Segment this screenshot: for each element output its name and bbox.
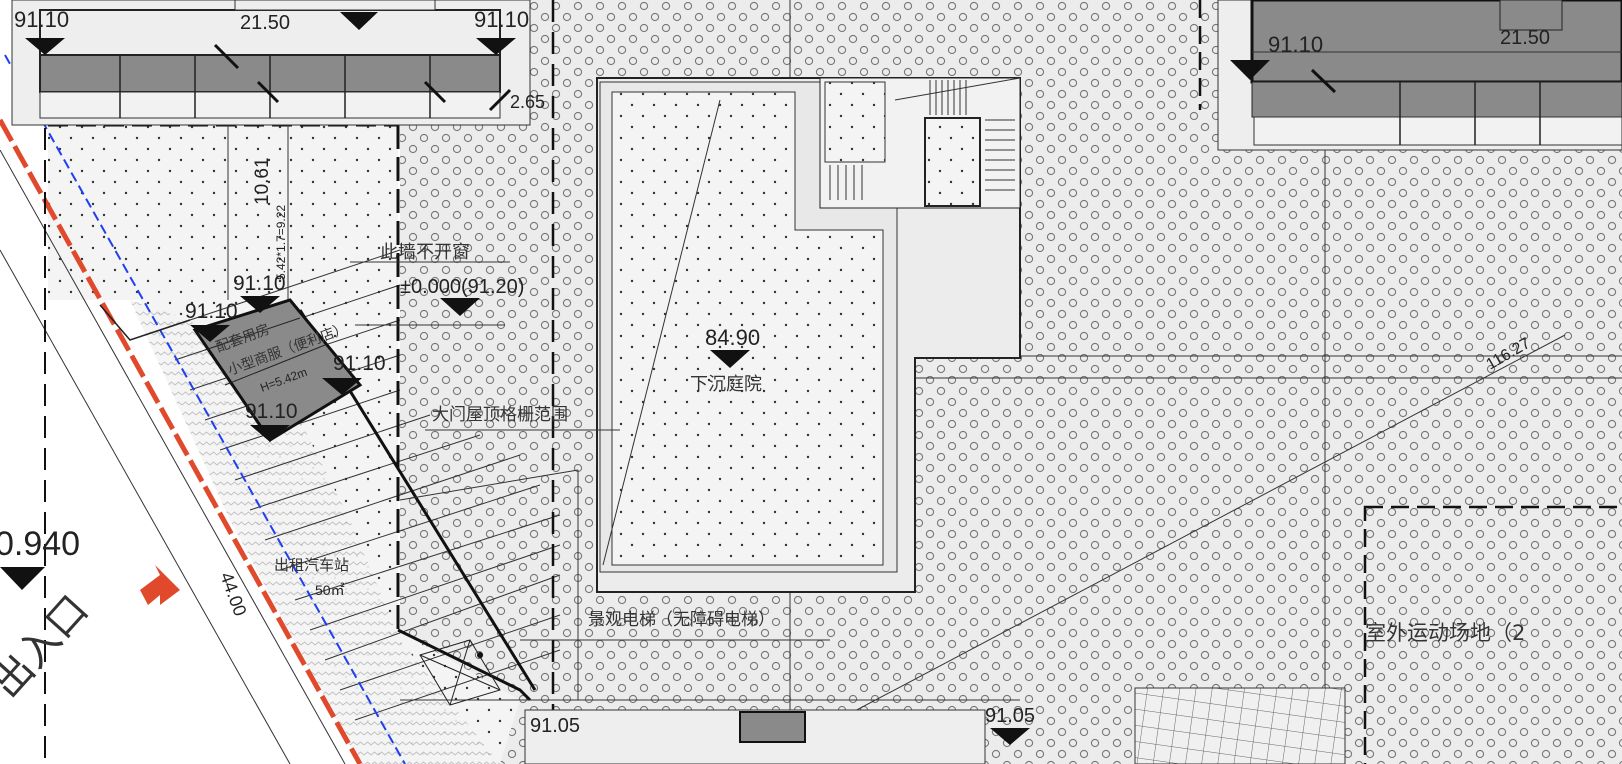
elev-label: 91.10 xyxy=(14,7,69,32)
grid-paving xyxy=(1134,687,1346,764)
elev-label: 91.05 xyxy=(985,705,1035,727)
dimension-calc: 5.42*1.7=9.22 xyxy=(274,205,288,280)
kiosk-building xyxy=(99,296,363,443)
elev-marker-icon xyxy=(0,567,45,590)
building-top-left xyxy=(11,0,531,126)
sunken-courtyard xyxy=(596,77,1021,593)
building-top-right xyxy=(1217,0,1622,151)
elev-label: 91.10 xyxy=(185,300,238,323)
note-no-window: 此墙不开窗 xyxy=(380,242,470,263)
elev-label: 91.10 xyxy=(1268,32,1323,57)
taxi-stand-area: 50㎡ xyxy=(315,582,345,598)
elev-label: 91.05 xyxy=(530,715,580,737)
sports-field-label: 室外运动场地（2 xyxy=(1365,621,1525,645)
taxi-stand-area xyxy=(130,300,500,764)
elev-label: 91.10 xyxy=(233,272,286,295)
note-gate-roof: 大门屋顶格栅范围 xyxy=(432,405,568,425)
note-elevator: 景观电梯（无障碍电梯） xyxy=(588,610,775,630)
road-width-dim: 44.00 xyxy=(216,570,250,619)
elev-marker-icon xyxy=(440,298,480,316)
dimension-label: 10.61 xyxy=(252,157,273,205)
dimension-label: 21.50 xyxy=(1500,27,1550,49)
elev-label: 91.10 xyxy=(245,400,298,423)
red-boundary-line xyxy=(0,118,363,764)
dimension-label: 21.50 xyxy=(240,12,290,34)
elevator-shaft xyxy=(419,639,501,706)
entrance-label: 出入口 xyxy=(0,587,98,707)
courtyard-elev: 84.90 xyxy=(705,325,760,350)
dimension-label: 2.65 xyxy=(510,92,545,112)
blue-setback-line xyxy=(4,54,406,764)
courtyard-label: 下沉庭院 xyxy=(690,374,762,395)
elev-label: 91.10 xyxy=(333,352,386,375)
taxi-stand-label: 出租汽车站 xyxy=(274,556,349,574)
sports-field-area xyxy=(1363,505,1622,764)
entrance-arrow-icon xyxy=(140,565,180,605)
elev-label: 91.10 xyxy=(474,7,529,32)
entrance-elev: 0.940 xyxy=(0,525,80,563)
datum-label: ±0.000(91.20) xyxy=(400,276,524,298)
